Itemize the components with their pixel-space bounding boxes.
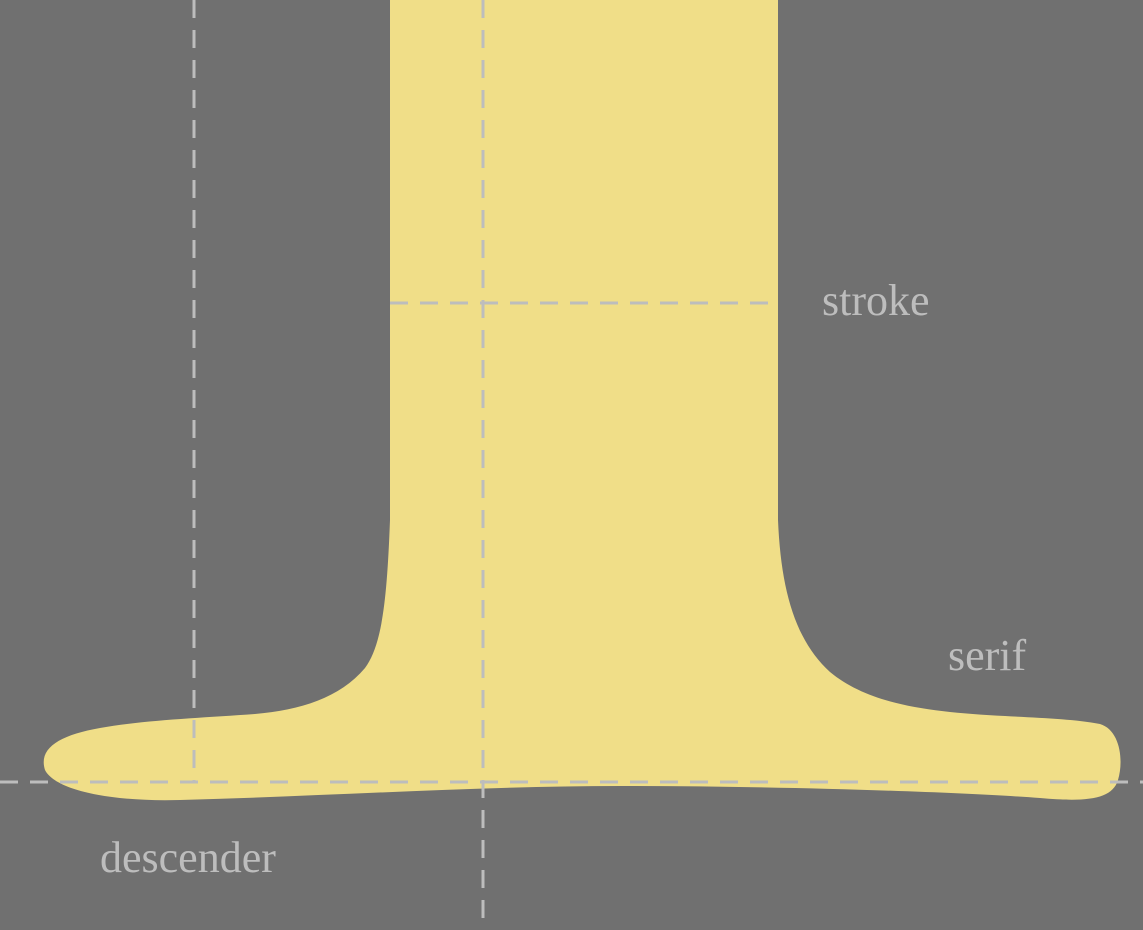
- stroke-label: stroke: [822, 276, 930, 325]
- serif-label: serif: [948, 631, 1027, 680]
- descender-label: descender: [100, 833, 276, 882]
- glyph-stem-and-serif: [43, 0, 1121, 801]
